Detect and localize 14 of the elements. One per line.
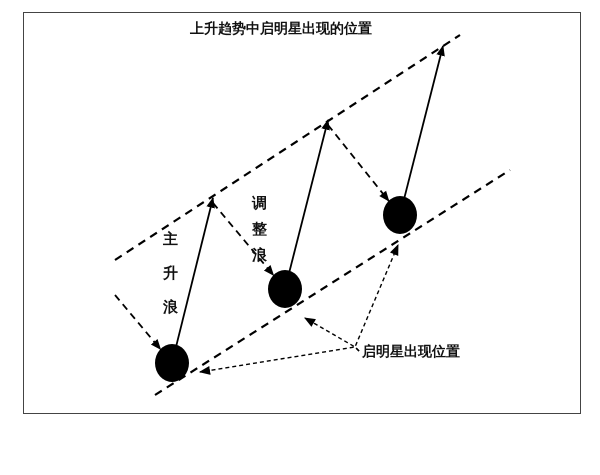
wave-label: 主升浪 [163,229,179,318]
arrow [354,244,399,352]
morning-star-dot [268,270,302,308]
chart-title: 上升趋势中启明星出现的位置 [190,20,372,38]
arrow [288,118,330,272]
callout-label: 启明星出现位置 [362,343,460,361]
arrow [212,202,274,276]
morning-star-dot [155,344,189,382]
wave-label: 调整浪 [252,193,268,266]
morning-star-dot [383,196,417,234]
arrow [404,44,445,198]
arrow [114,294,162,350]
arrow [175,196,215,346]
arrow [327,124,390,202]
